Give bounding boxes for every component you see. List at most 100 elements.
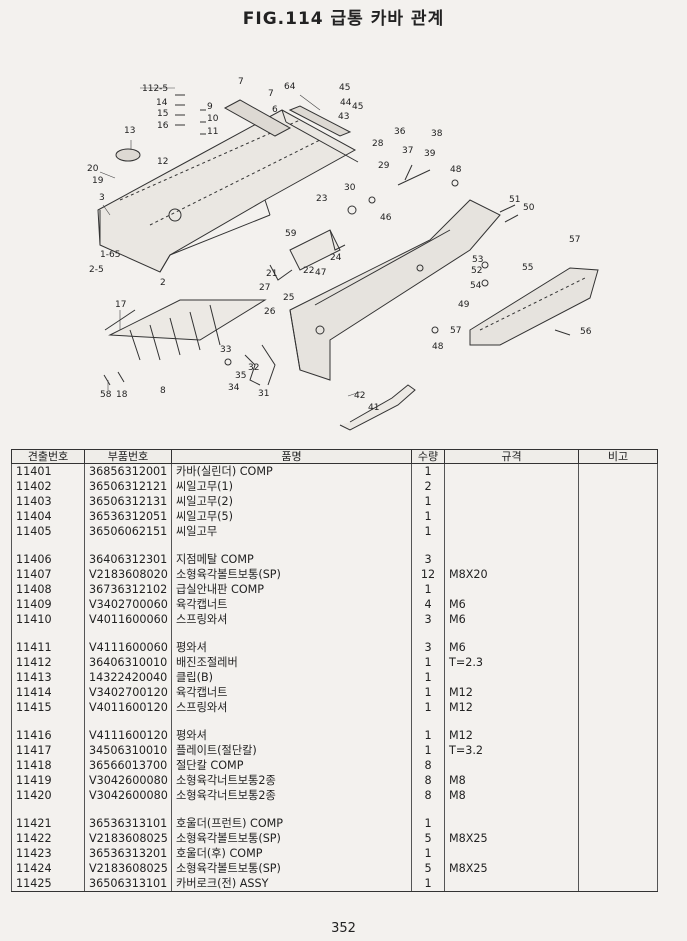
callout-label: 47 — [315, 268, 326, 278]
part-name-cell: 스프링와셔 — [171, 700, 412, 715]
callout-label: 36 — [394, 127, 406, 137]
quantity-cell: 1 — [411, 509, 445, 524]
callout-label: 50 — [523, 203, 535, 213]
remarks-cell — [578, 728, 658, 743]
callout-label: 37 — [402, 146, 413, 156]
spec-cell: M12 — [444, 685, 579, 700]
ref-no-cell: 11407 — [11, 567, 85, 582]
remarks-cell — [578, 861, 658, 876]
callout-label: 2-5 — [89, 265, 104, 275]
ref-no-cell: 11405 — [11, 524, 85, 539]
quantity-cell: 1 — [411, 582, 445, 597]
callout-label: 26 — [264, 307, 276, 317]
spacer-cell — [411, 539, 445, 552]
remarks-cell — [578, 788, 658, 803]
spec-cell — [444, 494, 579, 509]
spacer-cell — [411, 627, 445, 640]
quantity-cell: 8 — [411, 758, 445, 773]
callout-label: 59 — [285, 229, 297, 239]
quantity-cell: 1 — [411, 463, 445, 479]
part-no-cell: V2183608025 — [84, 861, 172, 876]
spec-cell: M6 — [444, 597, 579, 612]
part-no-cell: V2183608025 — [84, 831, 172, 846]
quantity-cell: 1 — [411, 524, 445, 539]
callout-label: 22 — [303, 266, 314, 276]
part-name-cell: 카바(실린더) COMP — [171, 463, 412, 479]
callout-label: 15 — [157, 109, 168, 119]
callout-label: 12 — [157, 157, 168, 167]
callout-label: 8 — [160, 386, 166, 396]
remarks-cell — [578, 655, 658, 670]
group-spacer-row — [11, 627, 658, 640]
callout-label: 11 — [207, 127, 218, 137]
part-no-cell: 36406310010 — [84, 655, 172, 670]
callout-label: 9 — [207, 102, 213, 112]
ref-no-cell: 11410 — [11, 612, 85, 627]
quantity-cell: 4 — [411, 597, 445, 612]
spec-cell: M8X25 — [444, 861, 579, 876]
cover-knob — [115, 148, 141, 162]
remarks-cell — [578, 773, 658, 788]
callout-label: 2 — [160, 278, 166, 288]
part-no-cell: V3402700060 — [84, 597, 172, 612]
part-no-cell: 36406312301 — [84, 552, 172, 567]
callout-label: 43 — [338, 112, 349, 122]
header-spec: 규격 — [444, 449, 579, 464]
spec-cell — [444, 670, 579, 685]
callout-label: 33 — [220, 345, 231, 355]
quantity-cell: 1 — [411, 846, 445, 861]
part-name-cell: 스프링와셔 — [171, 612, 412, 627]
part-no-cell: 36506062151 — [84, 524, 172, 539]
remarks-cell — [578, 567, 658, 582]
quantity-cell: 1 — [411, 494, 445, 509]
ref-no-cell: 11409 — [11, 597, 85, 612]
spacer-cell — [444, 803, 579, 816]
part-no-cell: 36566013700 — [84, 758, 172, 773]
page-number: 352 — [331, 921, 356, 936]
callout-label: 35 — [235, 371, 246, 381]
part-name-cell: 씨일고무(2) — [171, 494, 412, 509]
remarks-cell — [578, 552, 658, 567]
spec-cell — [444, 582, 579, 597]
callout-label: 42 — [354, 391, 365, 401]
quantity-cell: 3 — [411, 612, 445, 627]
callout-label: 10 — [207, 114, 219, 124]
part-no-cell: 36736312102 — [84, 582, 172, 597]
callout-label: 19 — [92, 176, 104, 186]
callout-label: 31 — [258, 389, 269, 399]
spacer-cell — [411, 803, 445, 816]
callout-label: 112-5 — [142, 84, 168, 94]
remarks-cell — [578, 685, 658, 700]
part-name-cell: 카버로크(전) ASSY — [171, 876, 412, 892]
part-name-cell: 씨일고무(1) — [171, 479, 412, 494]
spec-cell — [444, 509, 579, 524]
part-no-cell: 36506312131 — [84, 494, 172, 509]
callout-label: 39 — [424, 149, 436, 159]
quantity-cell: 5 — [411, 861, 445, 876]
part-no-cell: 36536313201 — [84, 846, 172, 861]
callout-label: 56 — [580, 327, 592, 337]
remarks-cell — [578, 876, 658, 892]
lever-frame — [339, 384, 416, 431]
quantity-cell: 1 — [411, 670, 445, 685]
remarks-cell — [578, 816, 658, 831]
part-name-cell: 소형육각볼트보통(SP) — [171, 567, 412, 582]
callout-label: 21 — [266, 269, 277, 279]
callout-label: 7 — [268, 89, 274, 99]
callout-label: 29 — [378, 161, 390, 171]
remarks-cell — [578, 582, 658, 597]
ref-no-cell: 11425 — [11, 876, 85, 892]
part-name-cell: 지점메탈 COMP — [171, 552, 412, 567]
remarks-cell — [578, 758, 658, 773]
part-no-cell: 36536313101 — [84, 816, 172, 831]
